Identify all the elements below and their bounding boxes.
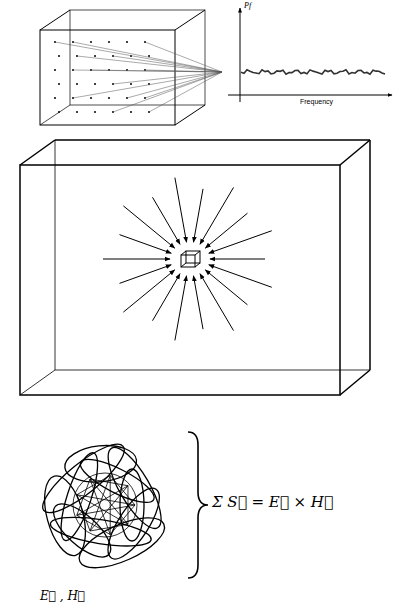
point-sources [54,41,150,113]
axis-label: Frequency [300,98,333,106]
axis-label: Pf [244,2,251,11]
inward-arrows [103,178,272,341]
spectrum-plot [228,8,392,102]
converging-rays [55,42,222,112]
brace [188,432,208,578]
field-mesh [73,473,137,537]
field-label: E⃗ , H⃗ [40,590,85,603]
equation: Σ S⃗ = E⃗ × H⃗ [212,494,333,511]
small-cube [181,251,200,267]
field-loops [34,435,171,578]
room-cube [20,140,370,395]
